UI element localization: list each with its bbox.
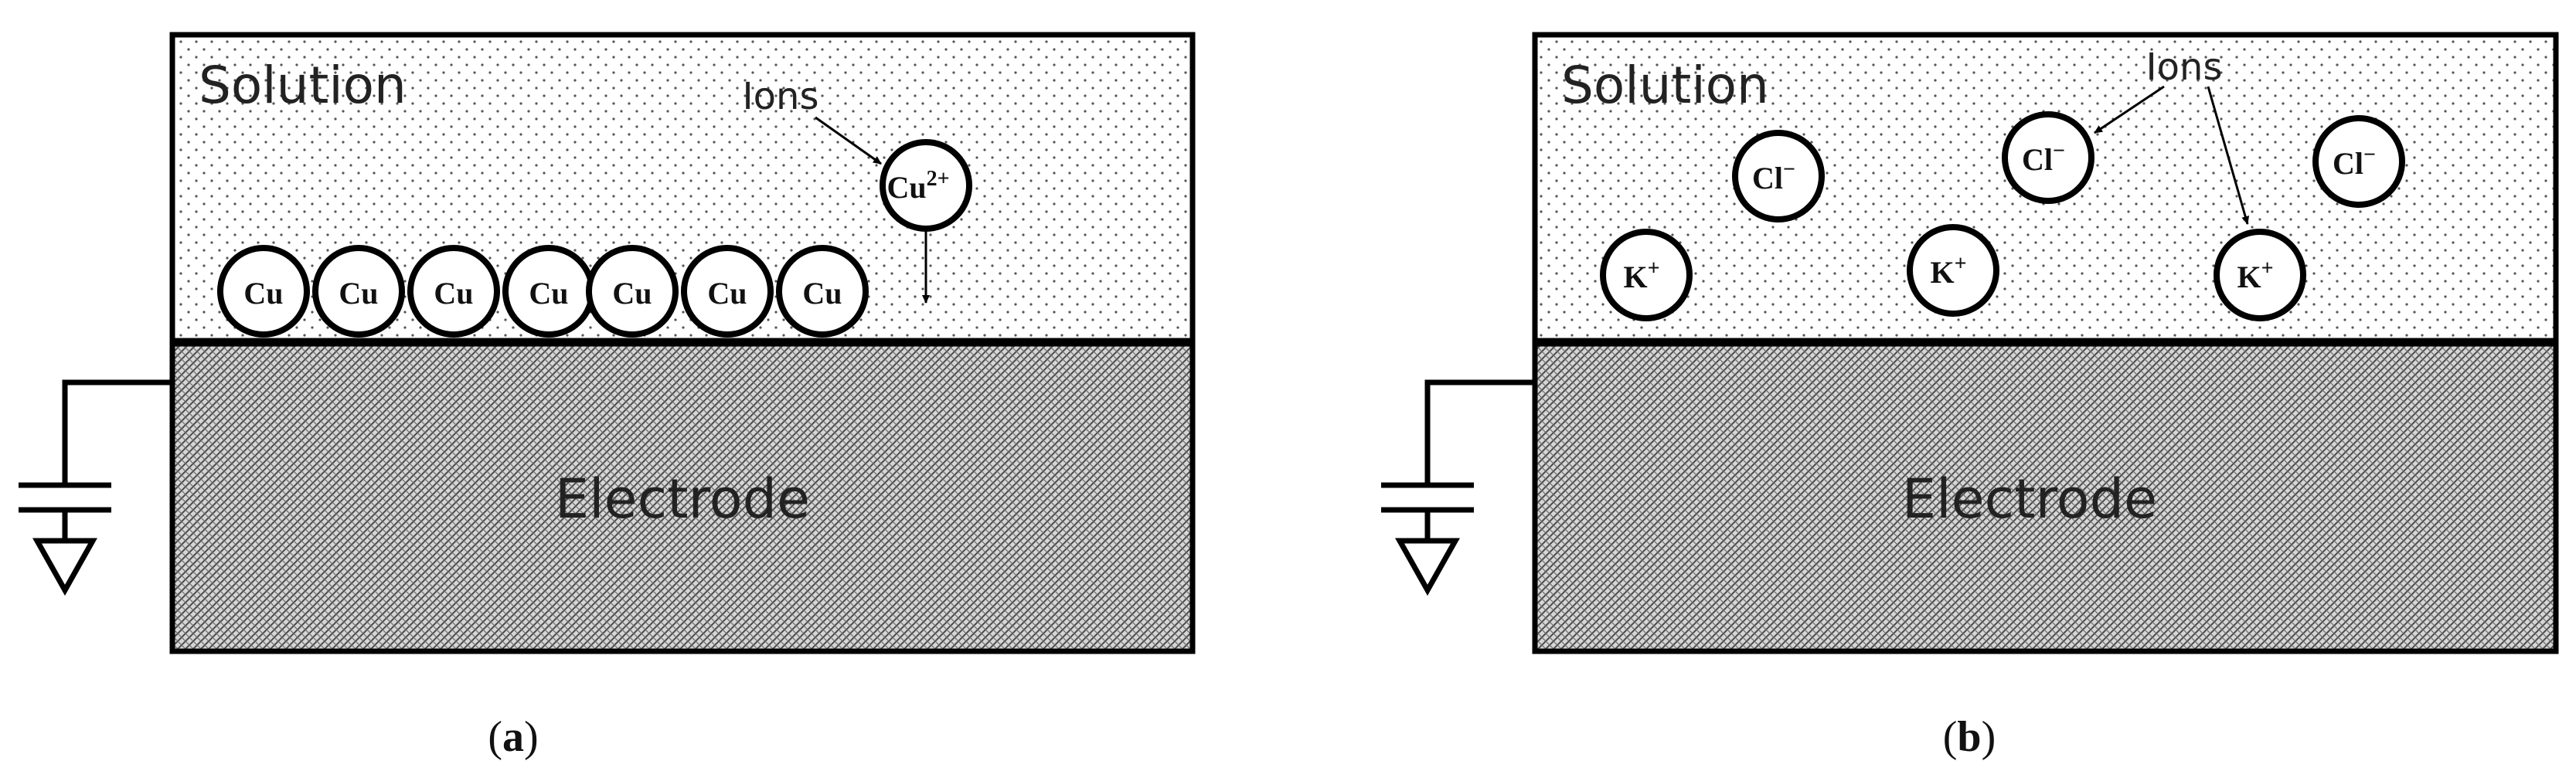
ions-pointer-arrow: [2207, 86, 2250, 225]
svg-text:Cu: Cu: [434, 276, 473, 311]
svg-text:Cu: Cu: [707, 276, 747, 311]
svg-text:K+: K+: [1930, 252, 1966, 290]
ions-pointer-arrow: [2094, 85, 2165, 134]
svg-text:Cu: Cu: [243, 276, 283, 311]
ground-symbol: [19, 379, 172, 596]
cu-atom: Cu: [776, 245, 869, 338]
ions-label: Ions: [2146, 46, 2223, 89]
cu-atom: Cu: [502, 245, 595, 338]
cu-atom: Cu: [312, 245, 405, 338]
k-ion: K+: [2214, 229, 2306, 321]
svg-text:Cl−: Cl−: [2022, 139, 2065, 177]
cl-ion: Cl−: [2312, 115, 2405, 208]
k-ion: K+: [1600, 229, 1693, 321]
svg-text:Cu: Cu: [529, 276, 568, 311]
svg-text:Cl−: Cl−: [1752, 158, 1795, 195]
deposited-atoms: Cu Cu Cu Cu Cu Cu: [217, 245, 869, 338]
solution-label: Solution: [199, 56, 407, 115]
panel-label-a: (a): [488, 713, 538, 761]
solution-label: Solution: [1561, 56, 1769, 115]
ions-pointer-arrow: [815, 116, 882, 165]
svg-text:K+: K+: [1623, 256, 1659, 294]
electrode-region: [169, 339, 1196, 654]
panel-label-b: (b): [1943, 713, 1996, 761]
cl-ion: Cl−: [1732, 130, 1825, 222]
electrode-label: Electrode: [1902, 467, 2157, 531]
cu-atom: Cu: [586, 245, 679, 338]
svg-text:Cu2+: Cu2+: [886, 167, 949, 205]
cu2-ion: Cu2+: [880, 139, 972, 232]
svg-text:Cu: Cu: [802, 276, 842, 311]
svg-text:K+: K+: [2237, 256, 2273, 294]
cu-atom: Cu: [681, 245, 774, 338]
ground-symbol: [1381, 379, 1535, 596]
cl-ion: Cl−: [2002, 111, 2094, 204]
ions-label: Ions: [743, 75, 819, 118]
svg-text:Cu: Cu: [339, 276, 378, 311]
k-ion: K+: [1907, 224, 1999, 317]
cu-atom: Cu: [407, 245, 500, 338]
panel-b: Solution Electrode Ions K+ Cl− K+ Cl−: [1381, 32, 2559, 761]
electrode-label: Electrode: [555, 467, 810, 531]
panel-a: Solution Electrode Ions Cu Cu Cu: [19, 32, 1196, 761]
svg-text:Cl−: Cl−: [2333, 143, 2376, 181]
electrode-region: [1532, 339, 2559, 654]
svg-text:Cu: Cu: [612, 276, 652, 311]
cu-atom: Cu: [217, 245, 310, 338]
